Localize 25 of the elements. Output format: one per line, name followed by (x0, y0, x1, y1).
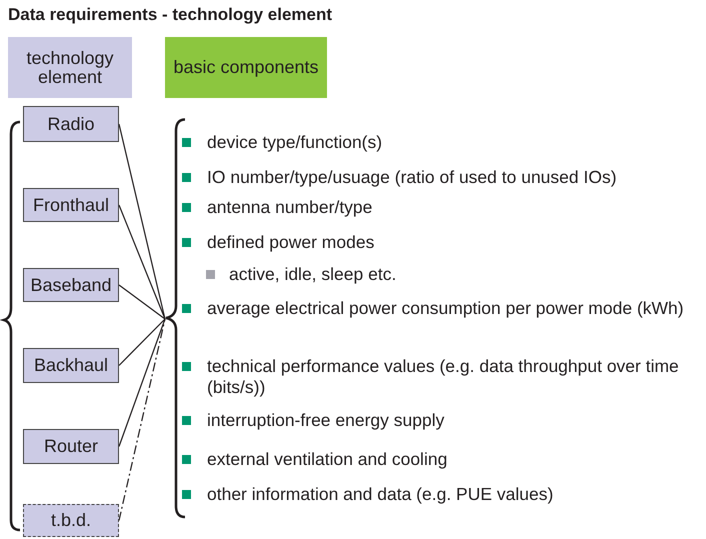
list-item: other information and data (e.g. PUE values) (207, 484, 554, 505)
list-item: average electrical power consumption per power mode (kWh) (207, 298, 685, 319)
list-item: interruption-free energy supply (207, 410, 446, 431)
header-box: basic components (165, 37, 327, 98)
list-item: technical performance values (e.g. data throughput over time (bits/s)) (207, 356, 680, 398)
element-box: Baseband (23, 268, 119, 302)
connector-line (118, 318, 166, 447)
list-item: antenna number/type (207, 197, 374, 218)
connector-line (118, 204, 166, 320)
list-item: device type/function(s) (207, 132, 384, 153)
header-box: technology element (8, 37, 132, 98)
element-box: Radio (23, 106, 119, 142)
list-item: defined power modes (207, 232, 376, 253)
diagram-title: Data requirements - technology element (8, 5, 332, 25)
connector-line (118, 124, 166, 320)
connector-line (118, 318, 166, 521)
element-box: Router (23, 429, 119, 464)
list-item: IO number/type/usuage (ratio of used to unused IOs) (207, 167, 618, 188)
element-box: Backhaul (23, 348, 119, 383)
list-item: external ventilation and cooling (207, 449, 448, 470)
connector-line (118, 284, 166, 320)
connector-line (118, 318, 166, 366)
element-box: Fronthaul (23, 188, 119, 222)
list-item: active, idle, sleep etc. (229, 264, 398, 285)
element-box: t.b.d. (23, 504, 119, 537)
